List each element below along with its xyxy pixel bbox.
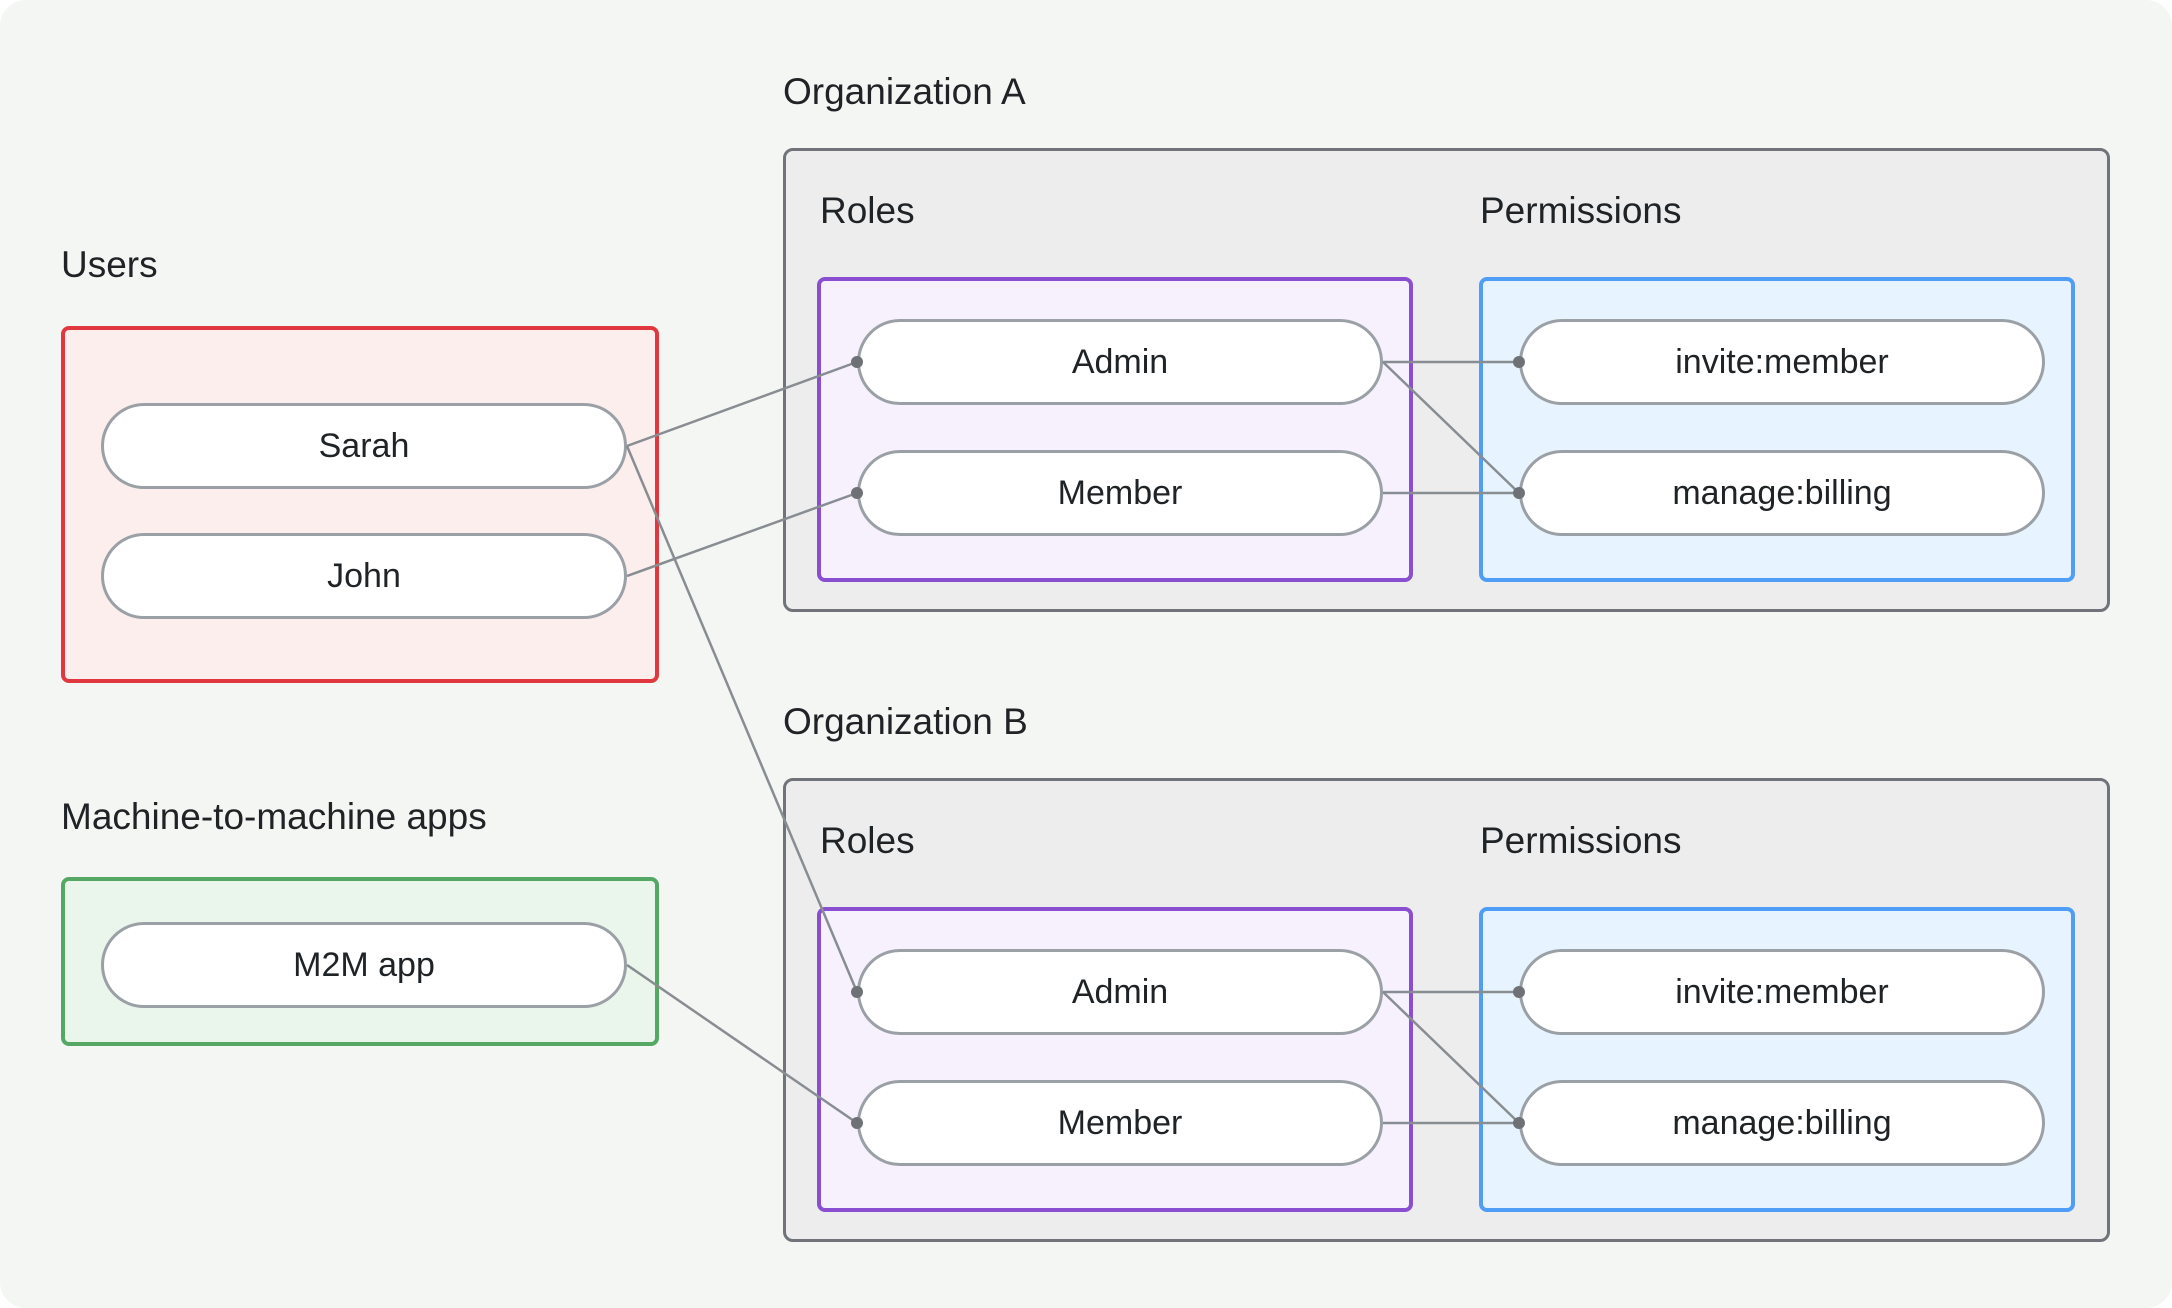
role-node-member: Member	[857, 1080, 1383, 1166]
organization-a-section: Organization A Roles Permissions Admin M…	[783, 70, 2110, 612]
permissions-label: Permissions	[1480, 820, 1682, 861]
user-node-sarah: Sarah	[101, 403, 627, 489]
organization-b-title: Organization B	[783, 701, 1028, 742]
permission-node-invite-member: invite:member	[1519, 319, 2045, 405]
role-node-label: Member	[1057, 1103, 1183, 1142]
permission-node-manage-billing: manage:billing	[1519, 450, 2045, 536]
roles-box: Admin Member	[817, 907, 1413, 1212]
permissions-box: invite:member manage:billing	[1479, 277, 2075, 582]
user-node-label: John	[327, 556, 401, 595]
permission-node-label: manage:billing	[1672, 1103, 1892, 1142]
roles-box: Admin Member	[817, 277, 1413, 582]
permissions-box: invite:member manage:billing	[1479, 907, 2075, 1212]
permission-node-invite-member: invite:member	[1519, 949, 2045, 1035]
role-node-member: Member	[857, 450, 1383, 536]
m2m-group-box: M2M app	[61, 877, 659, 1046]
role-node-admin: Admin	[857, 319, 1383, 405]
role-node-admin: Admin	[857, 949, 1383, 1035]
user-node-john: John	[101, 533, 627, 619]
organization-b-box: Roles Permissions Admin Member invite:me…	[783, 778, 2110, 1242]
organization-a-box: Roles Permissions Admin Member invite:me…	[783, 148, 2110, 612]
permission-node-label: manage:billing	[1672, 473, 1892, 512]
permissions-label: Permissions	[1480, 190, 1682, 231]
m2m-section-label: Machine-to-machine apps	[61, 796, 487, 837]
user-node-label: Sarah	[318, 426, 410, 465]
permission-node-label: invite:member	[1675, 342, 1889, 381]
permission-node-label: invite:member	[1675, 972, 1889, 1011]
organization-a-title: Organization A	[783, 71, 1026, 112]
m2m-app-node-label: M2M app	[293, 945, 435, 984]
role-node-label: Member	[1057, 473, 1183, 512]
role-node-label: Admin	[1071, 342, 1169, 381]
organization-b-section: Organization B Roles Permissions Admin M…	[783, 700, 2110, 1242]
roles-label: Roles	[820, 820, 915, 861]
permission-node-manage-billing: manage:billing	[1519, 1080, 2045, 1166]
roles-label: Roles	[820, 190, 915, 231]
users-group-box: Sarah John	[61, 326, 659, 683]
m2m-app-node: M2M app	[101, 922, 627, 1008]
role-node-label: Admin	[1071, 972, 1169, 1011]
users-section-label: Users	[61, 244, 158, 285]
